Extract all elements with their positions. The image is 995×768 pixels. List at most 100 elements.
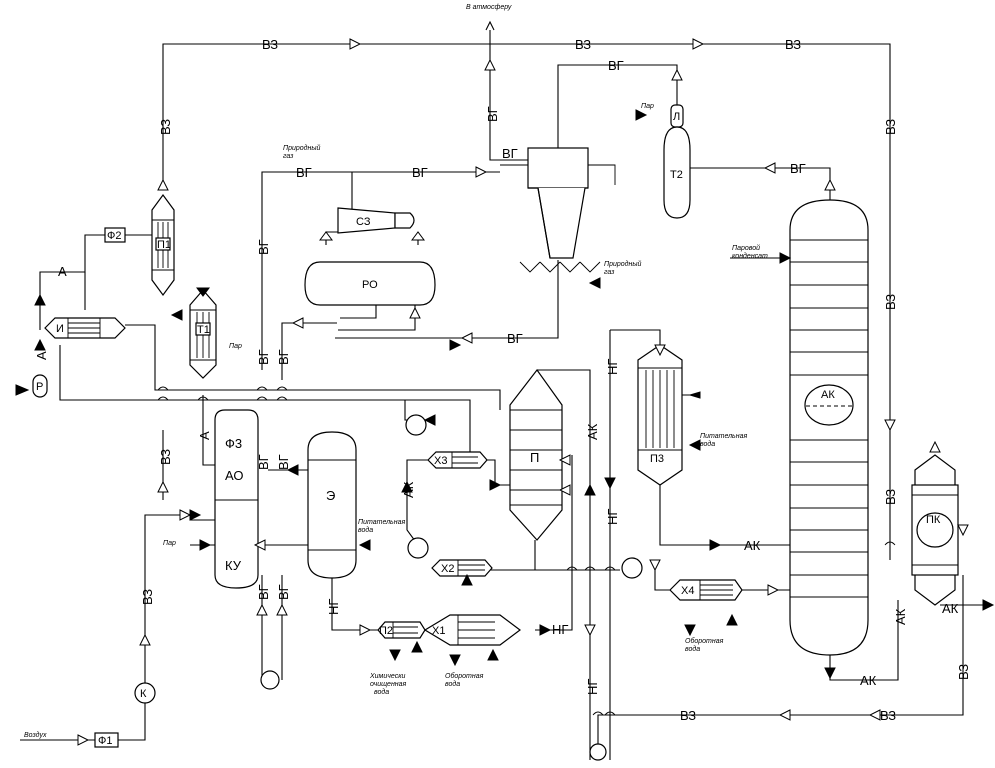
stream-ak-4: АК bbox=[860, 673, 877, 688]
note-feed-water-2b: вода bbox=[358, 526, 373, 534]
absorption-column-ak: АК bbox=[789, 199, 869, 656]
compressor-k: К bbox=[134, 682, 156, 704]
ao-label: АО bbox=[225, 468, 244, 483]
note-chem-water-1: Химически bbox=[369, 673, 405, 680]
stream-vg-4: ВГ bbox=[296, 165, 312, 180]
stream-ng-1: НГ bbox=[605, 359, 620, 375]
f1-label: Ф1 bbox=[98, 735, 112, 747]
t2-label: Т2 bbox=[670, 169, 683, 181]
stream-vz-4: ВЗ bbox=[158, 119, 173, 135]
x4-label: Х4 bbox=[681, 585, 694, 597]
ak-label: АК bbox=[821, 389, 835, 401]
stream-ak-2: АК bbox=[401, 481, 416, 498]
note-air: Воздух bbox=[24, 731, 47, 739]
stream-ng-3: НГ bbox=[585, 679, 600, 695]
stream-vz-7: ВЗ bbox=[883, 489, 898, 505]
preheater-p3: П3 bbox=[637, 344, 683, 486]
stream-vz-11: ВЗ bbox=[880, 708, 896, 723]
f2-label: Ф2 bbox=[107, 230, 121, 242]
flow-arrows bbox=[15, 38, 995, 746]
stream-vg-6: ВГ bbox=[790, 161, 806, 176]
stream-vg-14: ВГ bbox=[276, 584, 291, 600]
column-pk: ПК bbox=[911, 454, 959, 606]
note-feed-water-1a: Питательная bbox=[700, 433, 747, 440]
heat-exchanger-t1: Т1 bbox=[189, 289, 217, 379]
note-cooling-water-1a: Оборотная bbox=[685, 637, 724, 645]
notes: В атмосферу Природный газ Природный газ … bbox=[24, 4, 768, 739]
stream-vz-12: ВЗ bbox=[680, 708, 696, 723]
line-crossings bbox=[157, 386, 896, 716]
note-cooling-water-2a: Оборотная bbox=[445, 672, 484, 680]
pumps bbox=[260, 414, 643, 761]
separator-ro: РО bbox=[304, 261, 436, 306]
furnace-column bbox=[500, 147, 616, 273]
pump-r: Р bbox=[32, 374, 48, 398]
p3-label: П3 bbox=[650, 453, 664, 465]
filter-f1: Ф1 bbox=[94, 732, 119, 748]
stream-ng-2: НГ bbox=[605, 509, 620, 525]
x2-label: Х2 bbox=[441, 563, 454, 575]
stream-vg-11: ВГ bbox=[256, 454, 271, 470]
stream-ng-4: НГ bbox=[326, 599, 341, 615]
r-label: Р bbox=[36, 381, 43, 393]
note-condensate-1: Паровой bbox=[732, 244, 760, 252]
note-cooling-water-1b: вода bbox=[685, 645, 700, 653]
stream-ak-5: АК bbox=[893, 608, 908, 625]
heat-exchanger-x4: Х4 bbox=[669, 579, 743, 601]
note-natural-gas-1b: газ bbox=[283, 153, 294, 160]
preheater-p2: П2 bbox=[377, 621, 426, 639]
stream-vg-10: ВГ bbox=[276, 349, 291, 365]
reactor-p: П bbox=[509, 368, 563, 541]
stream-a-2: А bbox=[34, 351, 49, 360]
stream-vz-10: ВЗ bbox=[956, 664, 971, 680]
stream-ak-1: АК bbox=[585, 423, 600, 440]
ku-label: КУ bbox=[225, 558, 242, 573]
stream-vg-13: ВГ bbox=[256, 584, 271, 600]
x1-label: Х1 bbox=[432, 625, 445, 637]
stream-vz-5: ВЗ bbox=[883, 119, 898, 135]
p1-label: П1 bbox=[157, 239, 171, 251]
sz-label: СЗ bbox=[356, 216, 371, 228]
note-feed-water-2a: Питательная bbox=[358, 519, 405, 526]
heat-exchanger-t2: Л Т2 bbox=[663, 104, 691, 219]
stream-vg-8: ВГ bbox=[507, 331, 523, 346]
note-feed-water-1b: вода bbox=[700, 440, 715, 448]
stream-vg-9: ВГ bbox=[256, 349, 271, 365]
stream-vg-2: ВГ bbox=[608, 58, 624, 73]
stream-vz-3: ВЗ bbox=[785, 37, 801, 52]
compressor-sz: СЗ bbox=[337, 207, 415, 234]
i-label: И bbox=[56, 323, 64, 335]
ro-label: РО bbox=[362, 279, 378, 291]
stream-ak-6: АК bbox=[942, 601, 959, 616]
p2-label: П2 bbox=[379, 625, 393, 637]
p-label: П bbox=[530, 450, 539, 465]
heater-p1: П1 bbox=[151, 193, 175, 297]
stream-vg-1: ВГ bbox=[485, 106, 500, 122]
note-chem-water-2: очищенная bbox=[370, 681, 407, 688]
economizer-e: Э bbox=[307, 431, 357, 579]
note-to-atmosphere: В атмосферу bbox=[466, 4, 512, 11]
stream-vz-1: ВЗ bbox=[262, 37, 278, 52]
heat-exchanger-x1: Х1 bbox=[423, 614, 521, 646]
stream-ng-5: НГ bbox=[552, 622, 568, 637]
stream-vg-5: ВГ bbox=[412, 165, 428, 180]
heat-exchanger-x3: Х3 bbox=[427, 451, 488, 469]
note-steam-2: Пар bbox=[229, 343, 242, 350]
l-label: Л bbox=[673, 111, 680, 123]
stream-a-1: А bbox=[58, 264, 67, 279]
evaporator-i: И bbox=[44, 317, 126, 339]
e-label: Э bbox=[326, 488, 335, 503]
x3-label: Х3 bbox=[434, 455, 447, 467]
stream-ak-3: АК bbox=[744, 538, 761, 553]
f3-label: Ф3 bbox=[225, 436, 242, 451]
reactor-ao-ku: Ф3 АО КУ bbox=[214, 409, 259, 589]
t1-label: Т1 bbox=[197, 324, 210, 336]
note-steam-3: Пар bbox=[163, 540, 176, 547]
stream-vz-2: ВЗ bbox=[575, 37, 591, 52]
note-chem-water-3: вода bbox=[374, 688, 389, 696]
stream-labels: ВЗ ВЗ ВЗ ВЗ ВЗ ВЗ ВЗ ВЗ ВЗ ВЗ ВЗ ВЗ ВГ В… bbox=[34, 37, 971, 723]
stream-vz-6: ВЗ bbox=[883, 294, 898, 310]
note-natural-gas-1a: Природный bbox=[283, 144, 321, 152]
stream-vz-9: ВЗ bbox=[140, 589, 155, 605]
